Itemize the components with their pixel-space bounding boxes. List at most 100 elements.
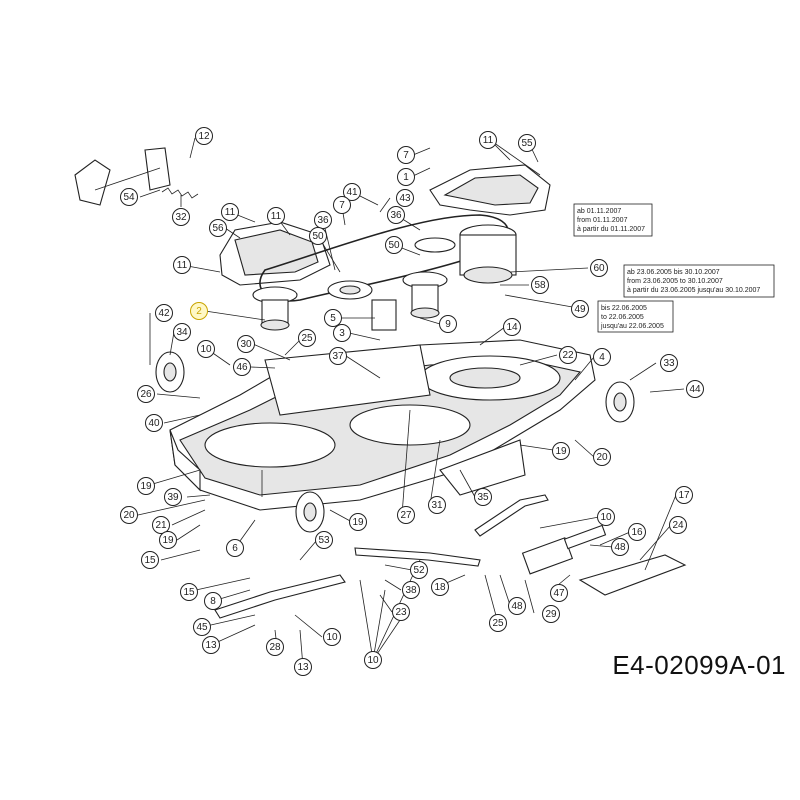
note-58-line-3: à partir du 23.06.2005 jusqu'au 30.10.20… [627,287,760,294]
note-49-line-2: to 22.06.2005 [601,314,644,321]
note-box-58: ab 23.06.2005 bis 30.10.2007 from 23.06.… [623,264,775,298]
blade-center [354,547,481,567]
callout-circle [333,196,351,214]
callout-20: 20 [120,506,138,524]
callout-number: 13 [205,640,217,651]
right-pulley-stack [414,224,517,284]
idler-pulley [327,280,373,300]
callout-circle [226,539,244,557]
callout-1: 1 [397,168,415,186]
callout-circle [593,448,611,466]
callout-7: 7 [333,196,351,214]
callout-36: 36 [387,206,405,224]
callout-circle [221,203,239,221]
callout-55: 55 [518,134,536,152]
callout-32: 32 [172,208,190,226]
callout-number: 6 [232,543,238,554]
callout-31: 31 [428,496,446,514]
callout-41: 41 [343,183,361,201]
callout-number: 11 [271,211,282,222]
callout-number: 32 [175,212,187,223]
callout-21: 21 [152,516,170,534]
callout-24: 24 [669,516,687,534]
callout-number: 48 [511,601,523,612]
callout-circle [508,597,526,615]
callout-circle [611,538,629,556]
callout-4: 4 [593,348,611,366]
callout-15: 15 [180,583,198,601]
callout-circle [315,531,333,549]
callout-number: 11 [483,135,494,146]
callout-circle [120,506,138,524]
callout-circle [349,513,367,531]
callout-number: 39 [167,492,179,503]
callout-number: 43 [399,193,411,204]
callout-number: 22 [562,350,574,361]
callout-49: 49 [571,300,589,318]
callout-number: 10 [367,655,379,666]
callout-number: 19 [555,446,567,457]
callout-number: 37 [332,351,344,362]
callout-circle [531,276,549,294]
callout-circle [593,348,611,366]
callout-50: 50 [385,236,403,254]
callout-circle [193,618,211,636]
callout-number: 28 [269,642,281,653]
callout-60: 60 [590,259,608,277]
callout-number: 7 [403,150,409,161]
callout-number: 10 [600,512,612,523]
callout-circle [323,628,341,646]
note-58-line-1: ab 23.06.2005 bis 30.10.2007 [627,269,720,276]
callout-circle [571,300,589,318]
callout-number: 16 [631,527,643,538]
note-49-line-1: bis 22.06.2005 [601,305,647,312]
callout-circle [503,318,521,336]
callout-number: 36 [390,210,402,221]
callout-circle [172,208,190,226]
callout-number: 30 [240,339,252,350]
callout-circle [410,561,428,579]
callout-number: 24 [672,520,684,531]
callout-3: 3 [333,324,351,342]
anti-scalp-wheel-left [155,351,185,393]
callout-circle [364,651,382,669]
callout-number: 7 [339,200,345,211]
callout-circle [397,506,415,524]
callout-number: 1 [403,172,409,183]
callout-number: 50 [388,240,400,251]
callout-circle [298,329,316,347]
callout-8: 8 [204,592,222,610]
callout-number: 25 [492,618,504,629]
callout-circle [597,508,615,526]
callout-number: 26 [140,389,152,400]
callout-number: 45 [196,622,208,633]
callout-36: 36 [314,211,332,229]
callout-number: 27 [400,510,412,521]
blade-right [474,494,549,537]
center-spindle-pulley [402,271,448,319]
callout-circle [542,605,560,623]
callout-25: 25 [489,614,507,632]
callout-19: 19 [349,513,367,531]
callout-45: 45 [193,618,211,636]
callout-35: 35 [474,488,492,506]
callout-11: 11 [221,203,239,221]
note-60-line-3: à partir du 01.11.2007 [577,226,645,233]
tension-spring [161,187,199,199]
callout-number: 5 [330,313,336,324]
callout-number: 25 [301,333,313,344]
callout-circle [402,581,420,599]
callout-42: 42 [155,304,173,322]
callout-circle [660,354,678,372]
callout-circle [173,256,191,274]
callout-number: 11 [225,207,236,218]
callout-circle [137,477,155,495]
callout-27: 27 [397,506,415,524]
deck-support-bracket [578,554,687,596]
callout-48: 48 [611,538,629,556]
callout-number: 21 [155,520,167,531]
callout-number: 4 [599,352,605,363]
callout-circle [397,168,415,186]
callout-number: 47 [553,588,565,599]
